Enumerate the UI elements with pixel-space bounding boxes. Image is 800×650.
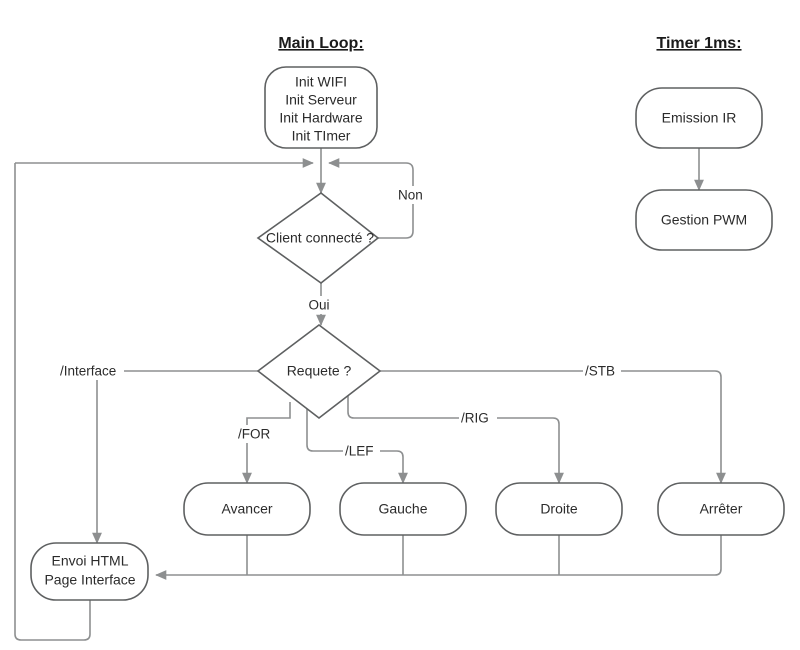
node-init-line2: Init Serveur — [285, 92, 357, 108]
node-gauche[interactable]: Gauche — [339, 482, 467, 536]
node-gestion-pwm-label: Gestion PWM — [661, 212, 747, 228]
node-avancer[interactable]: Avancer — [183, 482, 311, 536]
edge-label-lef: /LEF — [343, 442, 380, 460]
edge-label-stb: /STB — [583, 362, 621, 380]
edge-for-to-avancer — [242, 402, 291, 484]
timer-title: Timer 1ms: — [656, 35, 741, 52]
edge-label-oui: Oui — [303, 296, 335, 314]
node-envoi-html-shape — [30, 542, 149, 601]
node-init[interactable]: Init WIFI Init Serveur Init Hardware Ini… — [264, 66, 378, 149]
node-client-connecte[interactable]: Client connecté ? — [256, 191, 380, 285]
node-gauche-label: Gauche — [378, 501, 427, 517]
node-avancer-label: Avancer — [221, 501, 272, 517]
edge-envoi-return-loop — [14, 163, 91, 641]
edge-label-non-text: Non — [398, 188, 423, 203]
node-envoi-html-line2: Page Interface — [44, 572, 135, 588]
node-droite[interactable]: Droite — [495, 482, 623, 536]
edge-label-for-text: /FOR — [238, 427, 270, 442]
node-init-line3: Init Hardware — [279, 110, 362, 126]
node-init-line4: Init TImer — [292, 128, 351, 144]
node-init-shape — [264, 66, 378, 149]
edge-label-stb-text: /STB — [585, 364, 615, 379]
edge-label-rig: /RIG — [459, 409, 497, 427]
node-avancer-shape — [183, 482, 311, 536]
node-droite-shape — [495, 482, 623, 536]
node-droite-label: Droite — [540, 501, 578, 517]
edge-label-for: /FOR — [236, 425, 274, 443]
edge-stb-to-arreter — [380, 370, 726, 484]
node-init-line1: Init WIFI — [295, 74, 347, 90]
node-arreter[interactable]: Arrêter — [657, 482, 785, 536]
node-gauche-shape — [339, 482, 467, 536]
edge-label-rig-text: /RIG — [461, 411, 489, 426]
edge-rig-to-droite — [347, 395, 564, 484]
node-requete-shape — [256, 323, 382, 420]
node-emission-ir-label: Emission IR — [662, 110, 737, 126]
node-emission-ir-shape — [635, 87, 763, 149]
node-arreter-shape — [657, 482, 785, 536]
node-gestion-pwm-shape — [635, 189, 773, 251]
node-gestion-pwm[interactable]: Gestion PWM — [635, 189, 773, 251]
node-envoi-html-line1: Envoi HTML — [51, 553, 128, 569]
node-client-connecte-shape — [256, 191, 380, 285]
node-emission-ir[interactable]: Emission IR — [635, 87, 763, 149]
node-arreter-label: Arrêter — [700, 501, 743, 517]
main-loop-title: Main Loop: — [278, 35, 363, 52]
node-requete-label: Requete ? — [287, 363, 352, 379]
edge-label-interface: /Interface — [58, 362, 124, 380]
node-requete[interactable]: Requete ? — [256, 323, 382, 420]
edge-label-lef-text: /LEF — [345, 444, 374, 459]
edge-label-non: Non — [396, 186, 430, 204]
edge-label-interface-text: /Interface — [60, 364, 116, 379]
edge-label-oui-text: Oui — [308, 298, 329, 313]
node-envoi-html[interactable]: Envoi HTML Page Interface — [30, 542, 149, 601]
node-client-connecte-label: Client connecté ? — [266, 230, 374, 246]
edge-actions-rail-to-envoi — [155, 535, 722, 580]
